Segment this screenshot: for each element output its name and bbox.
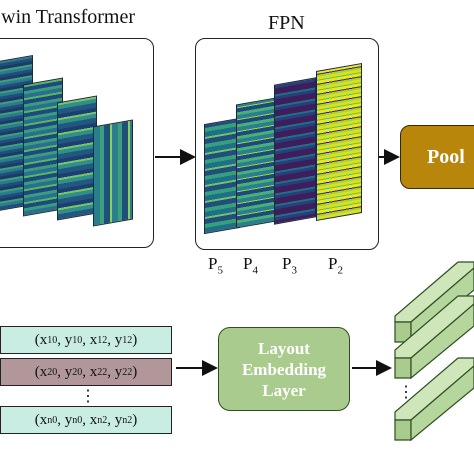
backbone-panel: [0, 38, 154, 248]
fpn-panel: [195, 38, 379, 250]
fpn-title: FPN: [268, 12, 305, 34]
layout-layer-line-3: Layer: [262, 380, 306, 400]
sequence-ellipsis: ⋮: [80, 388, 96, 405]
fpn-level-label-p3: P3: [282, 254, 297, 277]
fpn-feature-map-p5: [204, 117, 240, 235]
fpn-feature-map-p4: [236, 97, 276, 229]
layout-layer-line-2: Embedding: [241, 359, 327, 379]
fpn-level-label-p5: P5: [208, 254, 223, 277]
fpn-level-label-p4: P4: [243, 254, 258, 277]
fpn-feature-map-p2: [316, 62, 362, 222]
fpn-level-label-p2: P2: [328, 254, 343, 277]
backbone-title: Swin Transformer: [0, 6, 136, 28]
pool-label: Pool: [427, 145, 465, 168]
backbone-feature-map-3: [57, 95, 97, 221]
fpn-feature-map-p3: [274, 77, 316, 225]
embedding-ellipsis: ⋮: [398, 384, 414, 401]
embedding-bar-2: [394, 295, 474, 380]
layout-layer-line-1: Layout: [258, 338, 310, 358]
backbone-feature-map-4: [93, 119, 133, 227]
layout-embedding-layer: Layout Embedding Layer: [218, 327, 350, 411]
pool-block: Pool: [400, 125, 474, 189]
embedding-bar-3: [394, 357, 474, 442]
